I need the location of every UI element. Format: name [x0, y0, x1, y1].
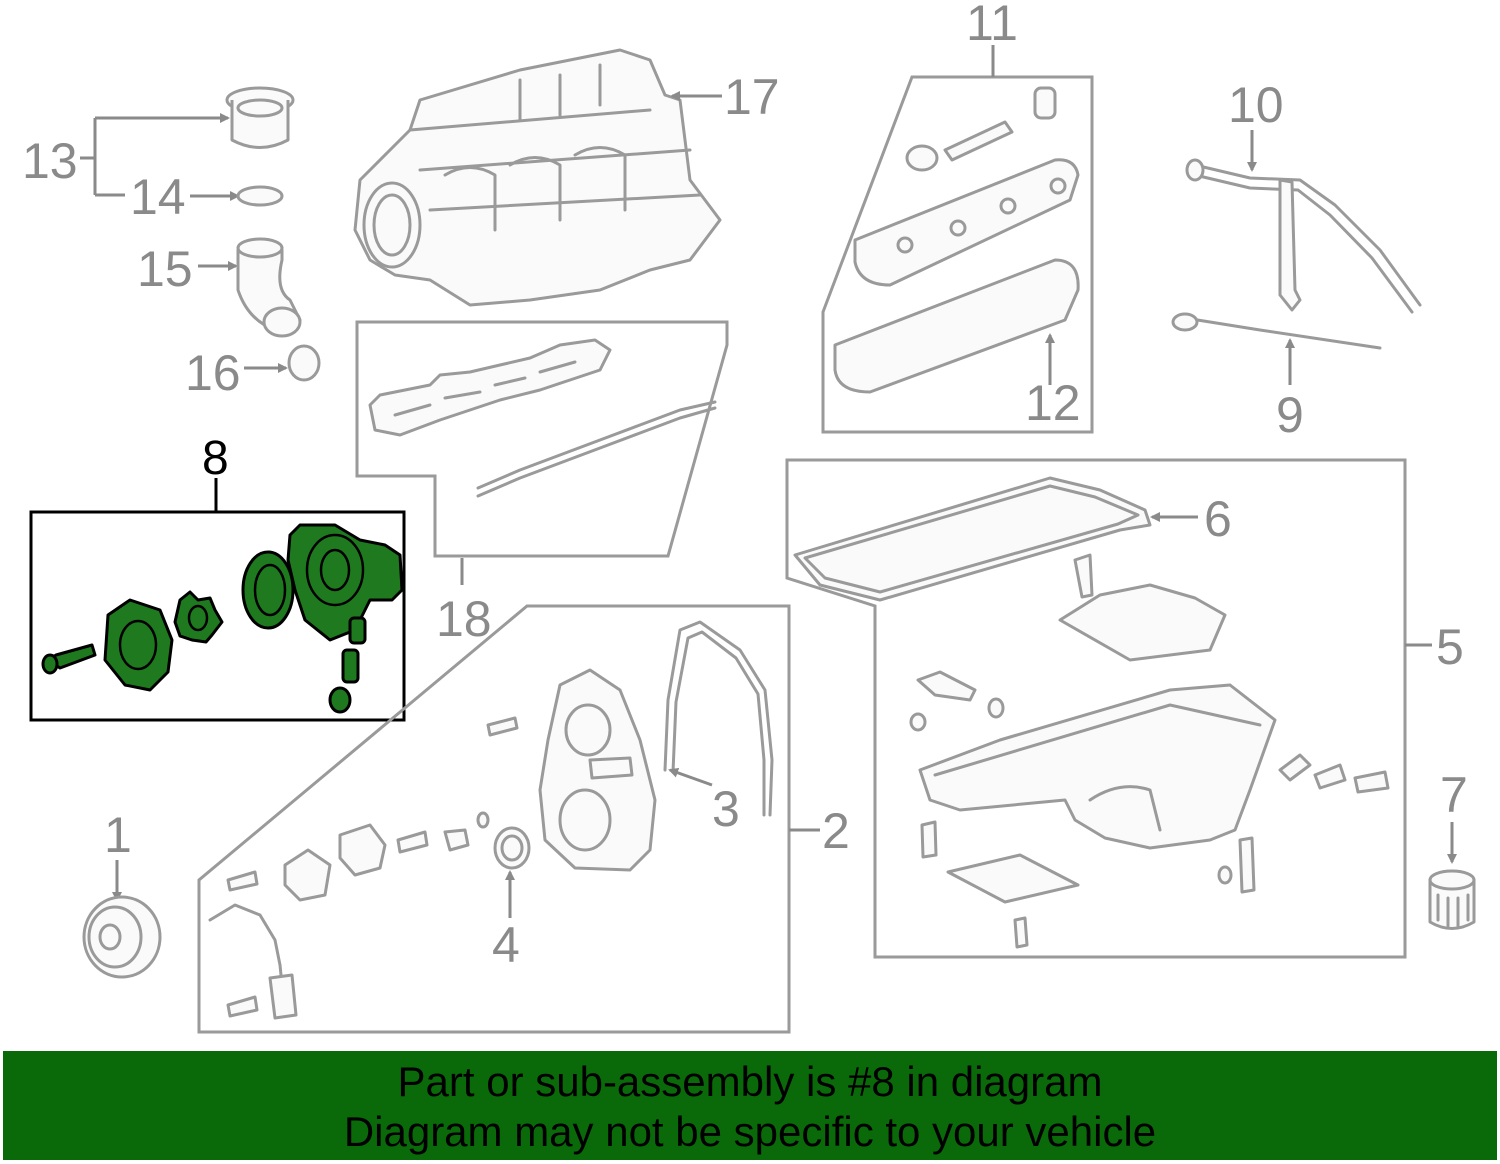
callout-1: 1	[104, 807, 132, 863]
timing-cover-group: 2 3 4	[197, 604, 850, 1034]
callout-13: 13	[22, 133, 78, 189]
banner-line-1: Part or sub-assembly is #8 in diagram	[397, 1058, 1103, 1105]
callout-17: 17	[724, 69, 780, 125]
oil-filter: 7	[1428, 767, 1476, 930]
callout-6: 6	[1204, 491, 1232, 547]
dipstick-assembly: 10 9	[1171, 77, 1422, 443]
valve-cover-group: 11 12	[821, 0, 1094, 434]
intake-gasket-group: 18	[355, 320, 729, 647]
callout-5: 5	[1436, 619, 1464, 675]
callout-12: 12	[1025, 375, 1081, 431]
callout-9: 9	[1276, 387, 1304, 443]
callout-4: 4	[492, 917, 520, 973]
info-banner: Part or sub-assembly is #8 in diagram Di…	[3, 1051, 1497, 1160]
oil-pan-group: 5 6	[785, 458, 1464, 959]
crankshaft-balancer: 1	[82, 807, 162, 979]
callout-14: 14	[130, 169, 186, 225]
intake-manifold: 17	[353, 48, 780, 307]
callout-10: 10	[1228, 77, 1284, 133]
engine-parts-diagram: 13 14 15 16 17 18 11 1	[22, 0, 1476, 1034]
callout-11: 11	[966, 0, 1018, 51]
callout-18: 18	[436, 591, 492, 647]
callout-7: 7	[1440, 767, 1468, 823]
callout-2: 2	[822, 803, 850, 859]
callout-15: 15	[137, 241, 193, 297]
oil-pump-parts	[41, 523, 404, 714]
callout-8: 8	[202, 432, 229, 485]
banner-line-2: Diagram may not be specific to your vehi…	[343, 1108, 1157, 1155]
oil-pump-group: 8	[29, 432, 406, 722]
oil-filler-assembly: 13 14 15 16	[22, 86, 321, 401]
callout-16: 16	[185, 345, 241, 401]
callout-3: 3	[712, 781, 740, 837]
